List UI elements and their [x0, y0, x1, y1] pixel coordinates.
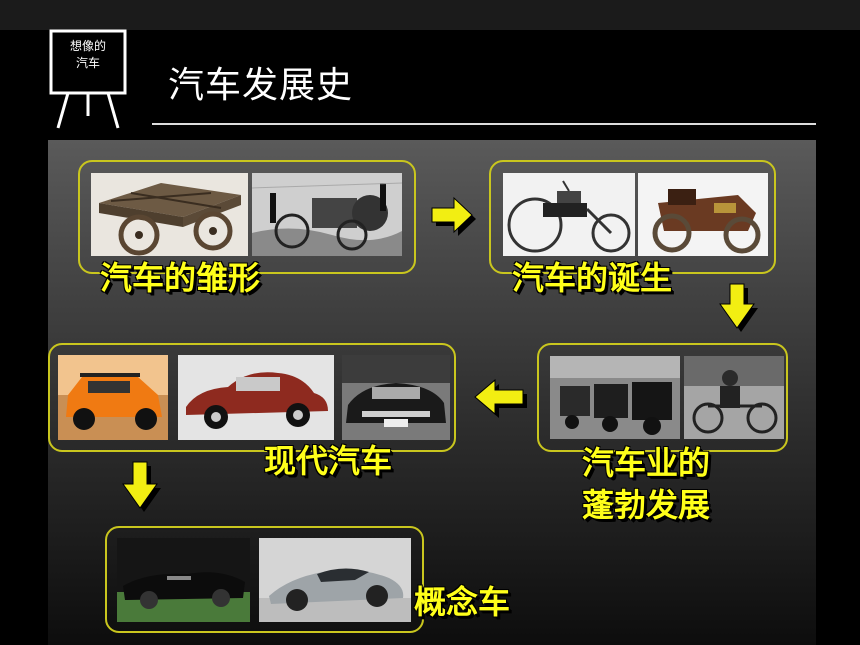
- photo-classic-red-car: [178, 355, 334, 440]
- blackboard-label-line1: 想像的: [69, 39, 106, 53]
- group-modern: [48, 343, 456, 452]
- photo-silver-concept-car: [259, 538, 411, 622]
- group-industry: [537, 343, 788, 452]
- label-industry: 汽车业的 蓬勃发展: [582, 442, 710, 526]
- title-divider: [152, 123, 816, 125]
- photo-black-sedan: [342, 355, 450, 440]
- group-prototype: [78, 160, 416, 274]
- label-birth: 汽车的诞生: [512, 259, 673, 297]
- label-modern: 现代汽车: [264, 442, 393, 480]
- top-bar: [0, 0, 860, 30]
- group-birth: [489, 160, 776, 274]
- photo-steam-carriage-engraving: [252, 173, 402, 256]
- photo-early-motorcar: [638, 173, 768, 256]
- label-industry-line1: 汽车业的: [582, 444, 711, 482]
- photo-davinci-cart: [91, 173, 248, 256]
- page-title: 汽车发展史: [168, 65, 354, 106]
- photo-assembly-line: [550, 356, 680, 439]
- photo-benz-motorwagen: [503, 173, 635, 256]
- label-industry-line2: 蓬勃发展: [582, 486, 711, 524]
- photo-hummer: [58, 355, 168, 440]
- arrow-down-icon: [717, 282, 759, 338]
- label-prototype: 汽车的雏形: [100, 259, 261, 297]
- label-concept: 概念车: [414, 583, 511, 621]
- header: [0, 30, 860, 140]
- arrow-left-icon: [473, 378, 529, 424]
- blackboard-icon: [48, 28, 128, 133]
- photo-classic-convertible: [117, 538, 250, 622]
- photo-ford-quadricycle: [684, 356, 784, 439]
- blackboard-label: 想像的 汽车: [54, 38, 122, 72]
- arrow-down-icon-2: [120, 460, 162, 518]
- arrow-right-icon: [430, 196, 476, 242]
- group-concept: [105, 526, 424, 633]
- blackboard-label-line2: 汽车: [75, 56, 100, 70]
